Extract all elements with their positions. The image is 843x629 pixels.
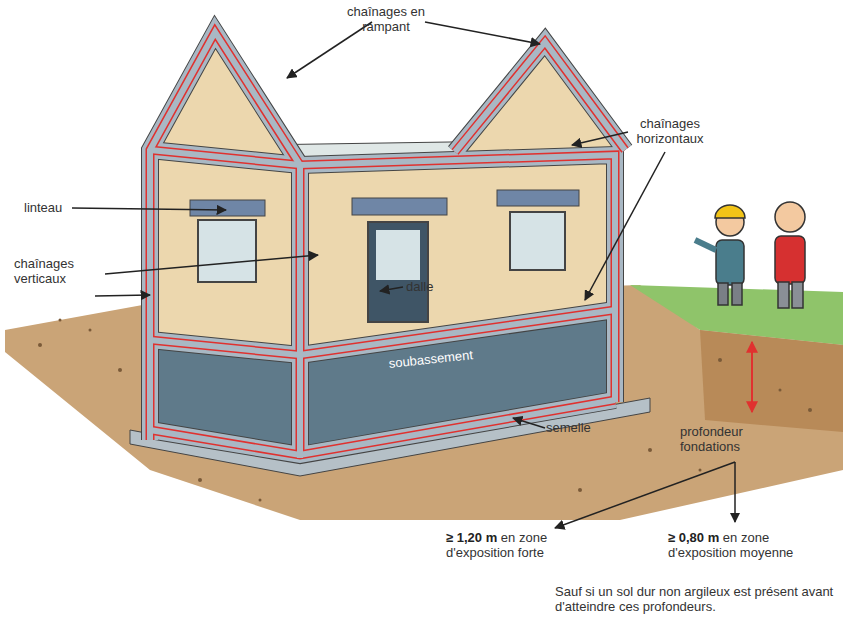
part-label: dalle <box>406 279 456 294</box>
people <box>695 202 805 308</box>
tie-beams <box>150 32 625 458</box>
window <box>198 220 256 282</box>
part-label: semelle <box>546 420 606 435</box>
part-label: profondeur fondations <box>680 424 770 454</box>
depth-value: ≥ 0,80 m <box>668 530 719 545</box>
label-group: ≥ 1,20 m en zone d'exposition forte <box>446 530 596 560</box>
label-group: ≥ 0,80 m en zone d'exposition moyenne <box>668 530 838 560</box>
lintel <box>190 200 265 216</box>
trench <box>700 330 843 432</box>
part-label: chaînages horizontaux <box>620 116 720 146</box>
part-label: chaînages en rampant <box>338 4 434 34</box>
depth-arrow <box>751 342 753 412</box>
leader-lines <box>72 22 735 528</box>
window <box>510 212 565 270</box>
door-glass <box>376 230 420 280</box>
note: Sauf si un sol dur non argileux est prés… <box>555 584 835 614</box>
lintel <box>352 198 447 215</box>
lintel <box>497 190 579 206</box>
door <box>368 222 428 322</box>
part-label: linteau <box>24 200 84 215</box>
right-gable <box>455 42 625 152</box>
depth-value: ≥ 1,20 m <box>446 530 497 545</box>
part-label: chaînages verticaux <box>14 256 99 286</box>
